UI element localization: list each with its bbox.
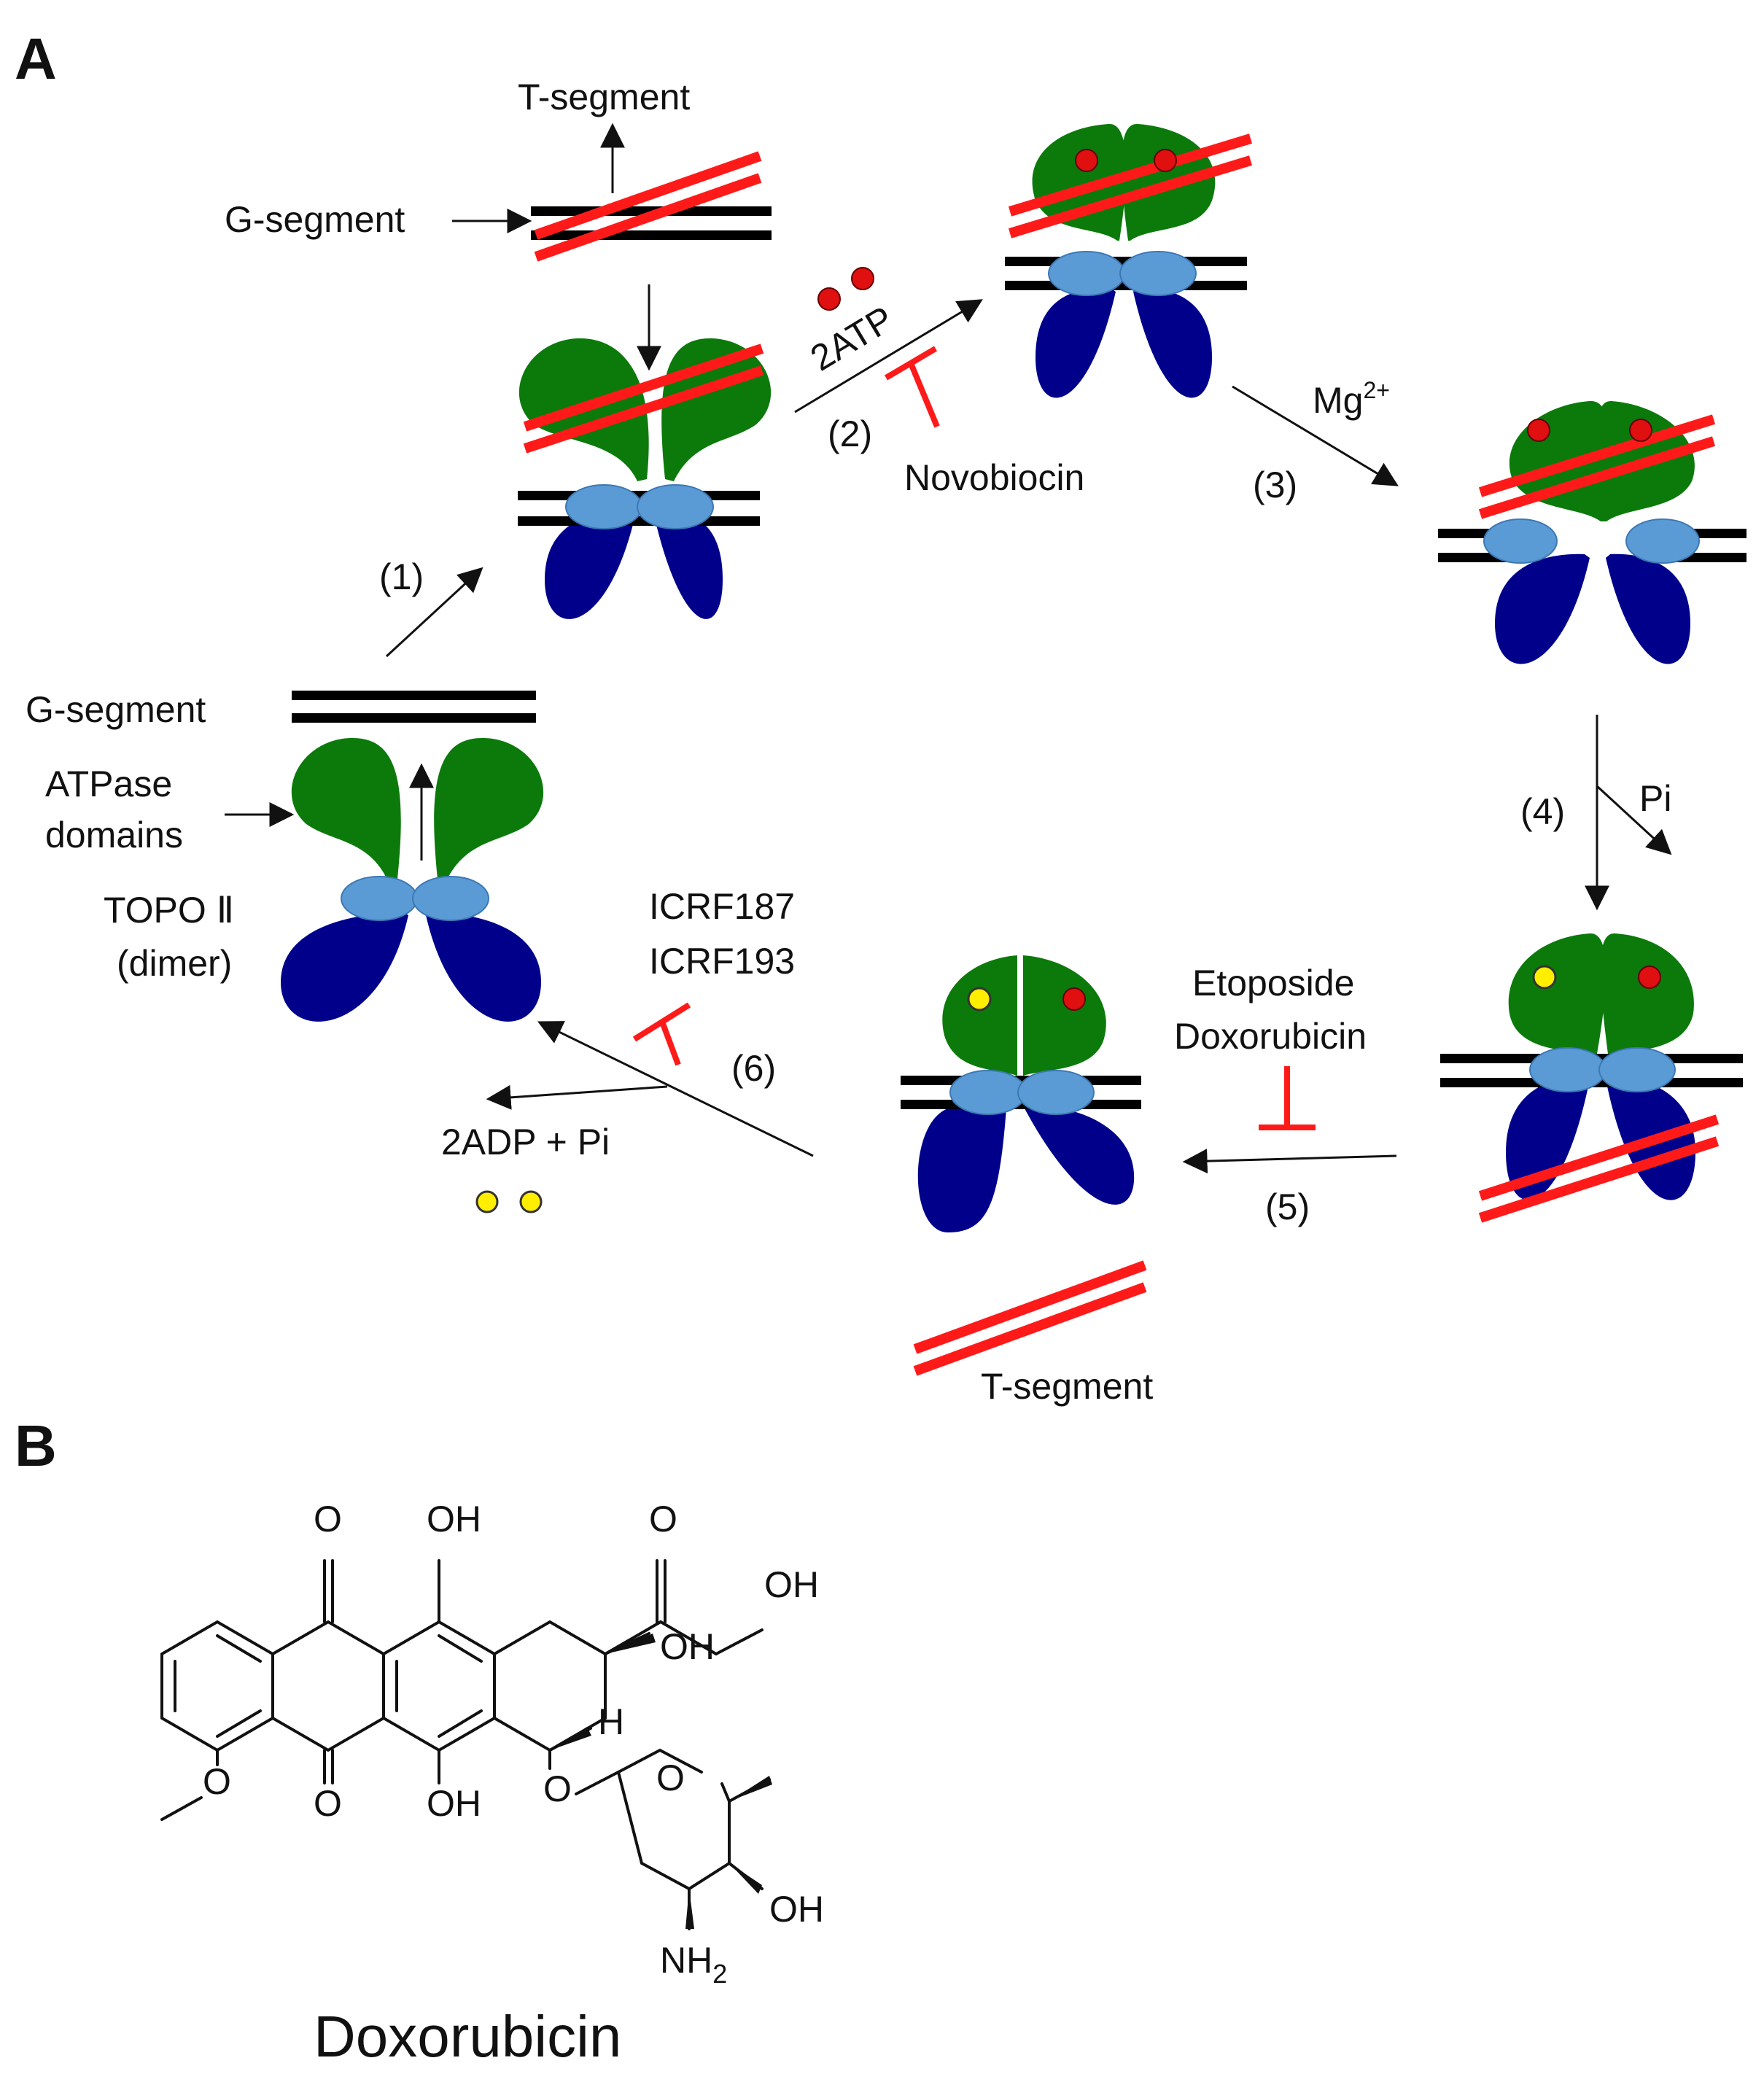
doxorubicin-atom-labels: O OH O OH OH O OH O H O O OH NH2 [203, 1499, 824, 1989]
topo-label-line1: TOPO Ⅱ [104, 890, 234, 931]
step-3-label: (3) [1253, 465, 1297, 505]
panel-label-a: A [15, 26, 57, 91]
step-6-arrow [537, 1021, 814, 1157]
atpase-domain-right [434, 737, 544, 881]
c-gate-right [426, 912, 541, 1022]
step-4-label: (4) [1520, 791, 1565, 832]
step-3-arrow [1232, 385, 1399, 486]
svg-text:O: O [543, 1768, 572, 1809]
t-segment-label-top: T-segment [518, 77, 690, 117]
doxorubicin-label: Doxorubicin [1174, 1016, 1367, 1057]
icrf187-label: ICRF187 [649, 886, 795, 927]
topo-label-line2: (dimer) [117, 943, 232, 984]
adp-dot [475, 1190, 499, 1213]
novobiocin-label: Novobiocin [904, 457, 1084, 498]
adp-dot [519, 1190, 543, 1213]
step-5-arrow [1182, 1149, 1397, 1174]
released-t-segment [913, 1260, 1147, 1376]
atpase-domain-left [291, 737, 401, 881]
pi-release-arrow [1596, 785, 1672, 855]
step-1-arrow [385, 567, 483, 658]
enzyme-state-1 [518, 338, 772, 619]
mg-label: Mg2+ [1313, 377, 1390, 421]
enzyme-state-3 [1438, 400, 1746, 664]
dna-gate-left [341, 876, 418, 921]
etoposide-label: Etoposide [1192, 963, 1354, 1003]
svg-text:O: O [649, 1499, 677, 1539]
top-segments [531, 151, 772, 262]
atpase-label-line1: ATPase [45, 764, 172, 804]
enzyme-state-4 [1440, 933, 1743, 1223]
enzyme-state-0 [281, 691, 544, 1022]
etoposide-inhibitor-bar [1259, 1066, 1316, 1130]
step-6-label: (6) [731, 1048, 776, 1089]
svg-text:OH: OH [764, 1564, 819, 1605]
adp-release-arrow [486, 1084, 668, 1110]
doxorubicin-bold-bonds [550, 1634, 772, 1929]
adp-label: 2ADP + Pi [441, 1122, 610, 1162]
g-segment-dna [292, 691, 536, 723]
doxorubicin-name: Doxorubicin [314, 2004, 621, 2069]
svg-text:NH2: NH2 [660, 1940, 727, 1989]
panel-label-b: B [15, 1413, 57, 1478]
svg-text:OH: OH [660, 1626, 715, 1667]
g-segment-label-top: G-segment [225, 199, 405, 240]
dna-gate-right [412, 876, 489, 921]
doxorubicin-structure [160, 1559, 771, 1930]
step-2-arrow [794, 299, 983, 413]
svg-text:O: O [314, 1783, 342, 1824]
icrf193-label: ICRF193 [649, 941, 795, 982]
svg-text:O: O [656, 1758, 685, 1798]
step-1-label: (1) [379, 556, 424, 597]
enzyme-state-2 [1005, 123, 1253, 398]
svg-text:OH: OH [427, 1783, 481, 1824]
svg-text:O: O [203, 1761, 231, 1802]
atp-label: 2ATP [804, 298, 901, 378]
pi-label-step4: Pi [1639, 778, 1671, 819]
svg-text:H: H [598, 1701, 624, 1742]
svg-text:O: O [314, 1499, 342, 1539]
c-gate-left [281, 912, 408, 1022]
step-5-label: (5) [1265, 1186, 1310, 1227]
atpase-label-line2: domains [45, 815, 183, 855]
atp-dot [817, 287, 841, 311]
svg-text:OH: OH [769, 1889, 824, 1930]
novobiocin-inhibitor-bar [884, 346, 940, 428]
svg-text:OH: OH [427, 1499, 481, 1539]
icrf-inhibitor-bar [632, 1002, 691, 1066]
g-segment-label-left: G-segment [26, 689, 206, 730]
step-2-label: (2) [828, 413, 872, 454]
t-segment-label-bottom: T-segment [981, 1366, 1153, 1407]
atp-dot [851, 267, 874, 290]
enzyme-state-5 [901, 955, 1141, 1232]
